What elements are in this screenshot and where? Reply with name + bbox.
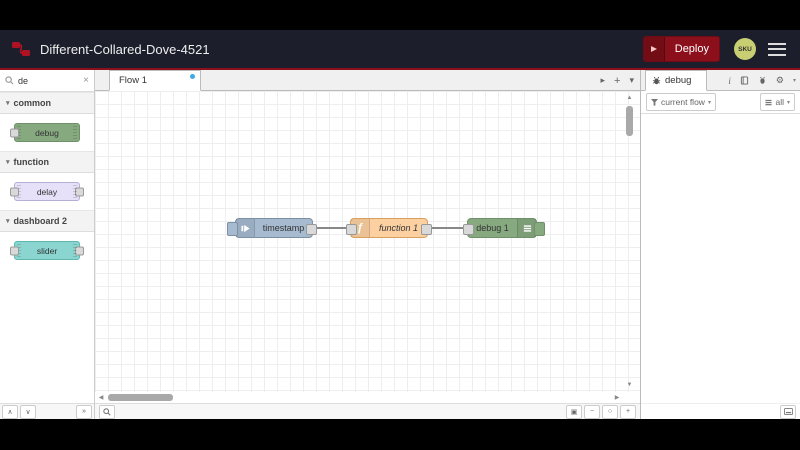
node-debug-1[interactable]: debug 1 (463, 218, 545, 238)
scroll-left-icon[interactable]: ◀ (98, 395, 104, 401)
debug-message-list (641, 114, 800, 403)
tab-scroll-button[interactable]: ▸ (600, 75, 606, 85)
scroll-up-icon[interactable]: ▲ (626, 95, 633, 101)
node-input-port[interactable] (463, 224, 474, 235)
zoom-reset-button[interactable]: ○ (602, 404, 618, 419)
flow-canvas[interactable]: timestamp ƒ function 1 debug 1 (95, 91, 640, 392)
node-timestamp[interactable]: timestamp (227, 218, 317, 238)
bug-icon (652, 76, 661, 85)
chevron-down-icon: ▾ (6, 218, 10, 225)
palette-footer: ∧ ∨ » (0, 403, 94, 419)
sidebar-menu-caret-icon[interactable]: ▾ (792, 78, 796, 84)
chevron-down-icon: ▾ (6, 159, 10, 166)
scroll-right-icon[interactable]: ▶ (614, 395, 620, 401)
wires-layer (315, 227, 464, 230)
list-icon (765, 99, 773, 105)
palette-node-debug[interactable]: debug (10, 123, 80, 142)
deploy-button[interactable]: Deploy (642, 36, 720, 62)
tab-help-book-icon[interactable] (740, 76, 749, 85)
palette-node-delay[interactable]: delay (10, 182, 84, 201)
node-output-port (75, 246, 84, 255)
debug-filter-flow-button[interactable]: current flow ▾ (646, 93, 716, 111)
horizontal-scroll-thumb[interactable] (108, 394, 173, 401)
debug-filter-level-button[interactable]: all ▾ (760, 93, 795, 111)
tab-debug[interactable]: debug (645, 70, 707, 91)
horizontal-scrollbar[interactable]: ◀ ▶ (96, 392, 622, 403)
palette-search[interactable]: de × (0, 70, 94, 92)
debug-toggle-button[interactable] (534, 222, 545, 236)
add-flow-button[interactable]: + (614, 74, 621, 87)
workspace-title: Different-Collared-Dove-4521 (40, 41, 210, 57)
zoom-fit-button[interactable]: ▣ (566, 404, 582, 419)
scroll-down-icon[interactable]: ▼ (626, 382, 633, 388)
console-icon (783, 408, 793, 415)
collapse-all-categories-button[interactable]: ∧ (2, 404, 18, 419)
node-output-port (75, 187, 84, 196)
workspace-area: Flow 1 ▸ + ▾ (95, 70, 640, 419)
tab-info[interactable]: i (728, 75, 731, 86)
editor-window: Different-Collared-Dove-4521 Deploy SKU … (0, 30, 800, 419)
tab-config-gear-icon[interactable]: ⚙ (775, 75, 784, 85)
tab-flow-1[interactable]: Flow 1 (109, 70, 201, 91)
tab-debug-icon[interactable] (758, 76, 767, 85)
inject-trigger-button[interactable] (227, 222, 238, 236)
node-output-port[interactable] (421, 224, 432, 235)
palette-search-value: de (18, 75, 29, 86)
palette-category-common[interactable]: ▾ common (0, 92, 94, 114)
clear-search-icon[interactable]: × (83, 75, 89, 86)
open-console-button[interactable] (780, 404, 796, 419)
funnel-icon (651, 98, 658, 106)
canvas-footer: ▣ − ○ + (95, 403, 640, 419)
inject-icon (236, 219, 255, 237)
debug-icon (517, 219, 536, 237)
node-input-port (10, 128, 19, 137)
node-function-1[interactable]: ƒ function 1 (346, 218, 432, 238)
node-input-port[interactable] (346, 224, 357, 235)
chevron-down-icon: ▾ (6, 100, 10, 107)
zoom-out-button[interactable]: − (584, 404, 600, 419)
node-output-port[interactable] (306, 224, 317, 235)
deploy-icon (643, 37, 665, 61)
palette-category-function[interactable]: ▾ function (0, 151, 94, 173)
flow-list-button[interactable]: ▾ (629, 75, 634, 85)
expand-all-categories-button[interactable]: ∨ (20, 404, 36, 419)
debug-filterbar: current flow ▾ all ▾ (641, 91, 800, 114)
node-palette: de × ▾ common debug ▾ function de (0, 70, 95, 419)
palette-toggle-button[interactable]: » (76, 404, 92, 419)
search-icon (5, 76, 14, 85)
vertical-scroll-thumb[interactable] (626, 106, 633, 136)
header: Different-Collared-Dove-4521 Deploy SKU (0, 30, 800, 70)
sidebar-footer (641, 403, 800, 419)
node-input-port (10, 246, 19, 255)
zoom-in-button[interactable]: + (620, 404, 636, 419)
palette-node-slider[interactable]: slider (10, 241, 84, 260)
main-menu-button[interactable] (768, 42, 786, 56)
vertical-scrollbar[interactable]: ▲ ▼ (625, 94, 634, 389)
node-input-port (10, 187, 19, 196)
user-avatar[interactable]: SKU (734, 38, 756, 60)
search-flows-button[interactable] (99, 404, 115, 419)
flow-tabbar: Flow 1 ▸ + ▾ (95, 70, 640, 91)
node-red-logo-icon (10, 38, 32, 60)
sidebar-tabbar: debug i ⚙ ▾ (641, 70, 800, 91)
debug-sidebar: debug i ⚙ ▾ (640, 70, 800, 419)
modified-indicator (190, 74, 195, 79)
search-icon (103, 407, 111, 416)
palette-category-dashboard2[interactable]: ▾ dashboard 2 (0, 210, 94, 232)
